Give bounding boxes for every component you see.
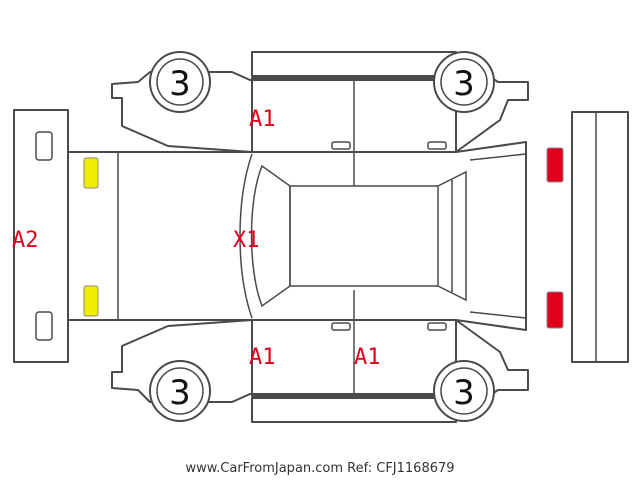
upper-side-panel	[111, 69, 529, 186]
damage-mark-x1-windshield: X1	[233, 228, 260, 253]
tire-front-left: 3	[149, 51, 211, 113]
tire-rear-right-label: 3	[453, 373, 475, 413]
car-body-top-view	[67, 141, 527, 331]
headlight-right	[83, 285, 99, 317]
tire-rear-left-label: 3	[169, 373, 191, 413]
damage-mark-a1-lower-left: A1	[249, 345, 276, 370]
lower-side-panel	[111, 290, 529, 403]
taillight-bottom	[546, 291, 564, 329]
tire-front-left-label: 3	[169, 64, 191, 104]
tire-rear-left: 3	[149, 360, 211, 422]
footer-reference: www.CarFromJapan.com Ref: CFJ1168679	[185, 461, 454, 476]
tire-front-right: 3	[433, 51, 495, 113]
tire-front-right-label: 3	[453, 64, 475, 104]
damage-mark-a2-front: A2	[12, 228, 39, 253]
tire-rear-right: 3	[433, 360, 495, 422]
taillight-top	[546, 147, 564, 183]
damage-mark-a1-upper: A1	[249, 107, 276, 132]
damage-mark-a1-lower-right: A1	[354, 345, 381, 370]
front-bumper	[13, 109, 69, 363]
headlight-left	[83, 157, 99, 189]
rear-bumper	[571, 111, 629, 363]
